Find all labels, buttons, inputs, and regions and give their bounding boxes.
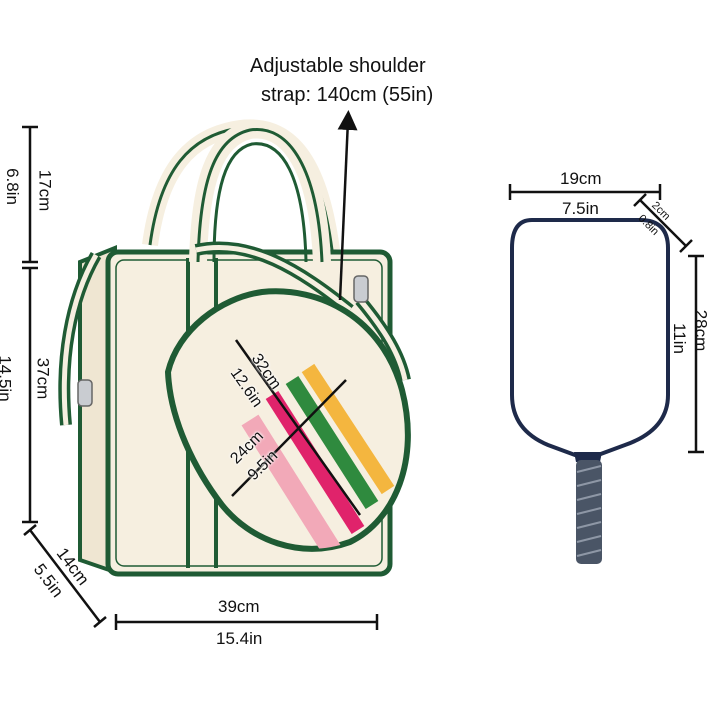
paddle-width-cm: 19cm xyxy=(560,169,602,188)
handle-height-in: 6.8in xyxy=(2,168,22,205)
paddle-cover xyxy=(164,288,411,552)
stripe-light-pink xyxy=(241,414,344,549)
tote-bag xyxy=(58,119,411,577)
stripe-green xyxy=(285,375,379,510)
bag-height-cm: 37cm xyxy=(33,357,53,400)
bag-width-cm: 39cm xyxy=(218,597,260,616)
paddle-face xyxy=(510,218,670,457)
strap-clasp-left xyxy=(77,379,93,407)
stripe-yellow xyxy=(301,363,395,495)
paddle-width-in: 7.5in xyxy=(562,199,599,218)
paddle-length-cm: 28cm xyxy=(691,309,711,352)
bag-dimension-lines xyxy=(22,110,379,630)
bag-height-in: 14.5in xyxy=(0,355,15,402)
strap-label-line2: strap: 140cm (55in) xyxy=(261,84,434,106)
paddle-dimension-lines xyxy=(508,184,704,454)
paddle-throat xyxy=(574,452,602,462)
bag-width-in: 15.4in xyxy=(216,629,263,648)
pickleball-paddle xyxy=(510,218,670,564)
handle-height-cm: 17cm xyxy=(35,169,55,212)
paddle-length-in: 11in xyxy=(669,323,689,354)
strap-label-line1: Adjustable shoulder xyxy=(250,55,426,77)
strap-clasp-right xyxy=(353,275,369,303)
stripe-pink xyxy=(265,390,365,535)
